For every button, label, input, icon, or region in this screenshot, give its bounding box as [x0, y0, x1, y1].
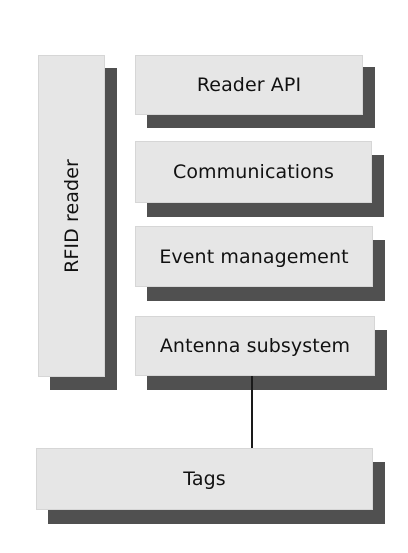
tags-box: Tags [36, 448, 373, 510]
reader-api-label: Reader API [196, 74, 302, 96]
rfid-reader-box: RFID reader [38, 55, 105, 377]
reader-api-box: Reader API [135, 55, 363, 115]
event-management-box: Event management [135, 226, 373, 287]
rfid-reader-label: RFID reader [60, 159, 83, 273]
communications-label: Communications [172, 161, 335, 183]
communications-box: Communications [135, 141, 372, 203]
antenna-tag-connector [251, 376, 253, 448]
antenna-subsystem-label: Antenna subsystem [159, 335, 351, 357]
tags-label: Tags [183, 468, 226, 490]
event-management-label: Event management [159, 245, 349, 268]
antenna-subsystem-box: Antenna subsystem [135, 316, 375, 376]
